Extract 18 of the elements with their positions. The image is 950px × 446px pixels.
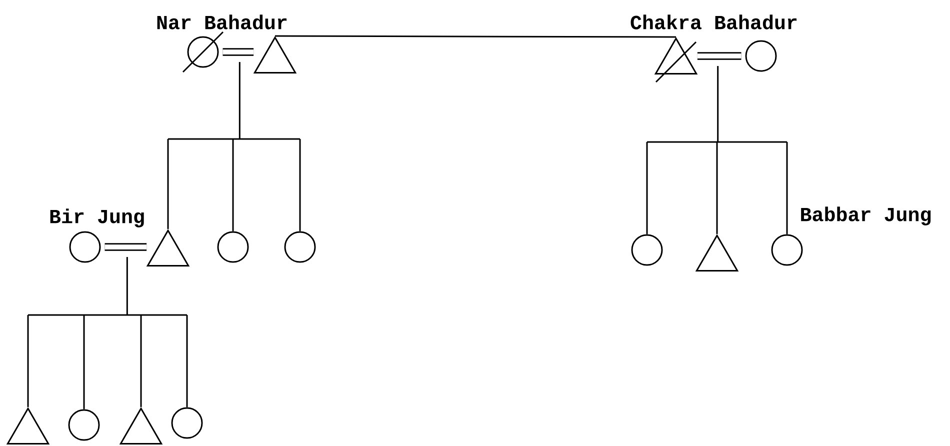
female-circle: [171, 407, 203, 439]
female-circle: [69, 231, 101, 263]
female-circle: [68, 409, 100, 441]
female-circle: [217, 231, 249, 263]
marriage-line: [104, 243, 147, 251]
marriage-line: [222, 48, 254, 56]
female-circle: [284, 231, 316, 263]
descent-line: [646, 65, 788, 235]
person-name: Babbar Jung: [801, 206, 931, 226]
person-name: Nar Bahadur: [157, 14, 287, 30]
sibling-line: [275, 35, 676, 38]
descent-line: [27, 256, 188, 410]
descent-line: [167, 61, 301, 232]
female-circle: [631, 234, 663, 266]
female-circle: [745, 40, 777, 72]
person-name: Bir Jung: [50, 208, 144, 228]
marriage-line: [697, 52, 742, 60]
person-name: Chakra Bahadur: [630, 14, 797, 30]
